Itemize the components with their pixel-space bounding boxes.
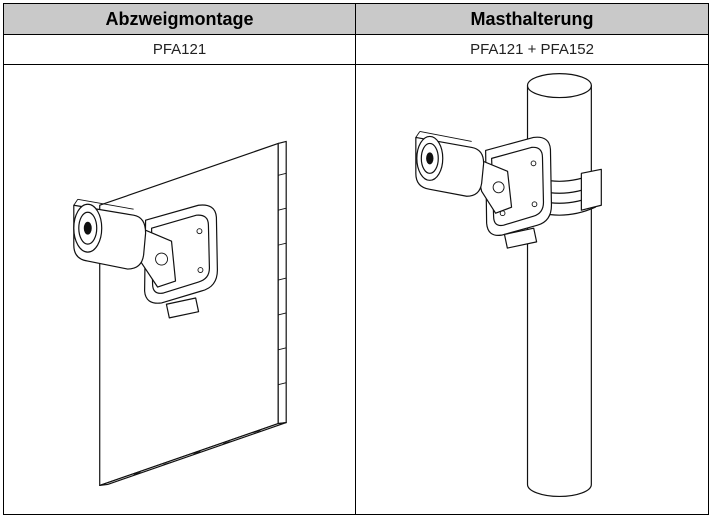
header-junction-mount: Abzweigmontage	[3, 3, 356, 35]
header-row: Abzweigmontage Masthalterung	[3, 3, 709, 35]
camera	[415, 131, 513, 214]
figure-cell-wall	[3, 64, 356, 515]
model-pole-mount: PFA121 + PFA152	[355, 34, 709, 65]
header-pole-mount: Masthalterung	[355, 3, 709, 35]
camera-wall-mount-illustration	[73, 140, 287, 487]
figure-row	[3, 64, 709, 515]
model-row: PFA121 PFA121 + PFA152	[3, 34, 709, 65]
model-junction-mount: PFA121	[3, 34, 356, 65]
camera-pole-mount-illustration	[415, 73, 602, 498]
camera	[73, 198, 177, 288]
figure-cell-pole	[355, 64, 709, 515]
mounting-table: Abzweigmontage Masthalterung PFA121 PFA1…	[3, 3, 709, 515]
